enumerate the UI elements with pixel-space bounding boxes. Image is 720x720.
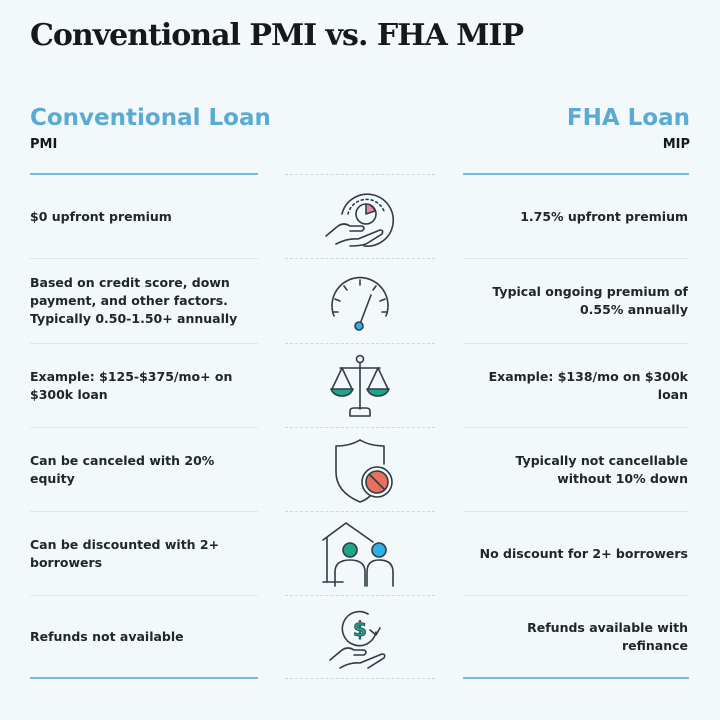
row-divider bbox=[30, 258, 258, 259]
row1-fha-cell: 1.75% upfront premium bbox=[520, 209, 688, 224]
row3-conventional-cell: Example: $125-$375/mo+ on $300k loan bbox=[30, 369, 233, 402]
row-divider-center bbox=[285, 343, 435, 344]
row5-conventional-cell: Can be discounted with 2+ borrowers bbox=[30, 537, 220, 570]
left-header-divider bbox=[30, 173, 258, 175]
pmi-label: PMI bbox=[30, 137, 58, 152]
row-divider-center bbox=[285, 258, 435, 259]
row6-fha-cell: Refunds available with refinance bbox=[527, 620, 688, 653]
fha-column-header: FHA Loan MIP bbox=[567, 103, 690, 152]
right-footer-divider bbox=[463, 677, 689, 679]
row-divider bbox=[463, 595, 689, 596]
mip-label: MIP bbox=[662, 137, 690, 152]
center-header-divider bbox=[285, 174, 435, 175]
svg-text:$: $ bbox=[353, 617, 367, 641]
row-divider-center bbox=[285, 511, 435, 512]
hand-holding-pie-chart-icon bbox=[310, 180, 410, 258]
speedometer-gauge-icon bbox=[310, 262, 410, 340]
shield-prohibited-icon bbox=[310, 430, 410, 510]
row4-fha-cell: Typically not cancellable without 10% do… bbox=[515, 453, 689, 486]
row-divider bbox=[463, 258, 689, 259]
balance-scale-icon bbox=[310, 346, 410, 426]
hand-dollar-refund-icon: $ bbox=[310, 598, 410, 676]
left-footer-divider bbox=[30, 677, 258, 679]
row-divider bbox=[30, 427, 258, 428]
row6-conventional-cell: Refunds not available bbox=[30, 629, 184, 644]
row-divider bbox=[30, 343, 258, 344]
row2-fha-cell: Typical ongoing premium of 0.55% annuall… bbox=[492, 284, 688, 317]
right-header-divider bbox=[463, 173, 689, 175]
row5-fha-cell: No discount for 2+ borrowers bbox=[479, 546, 688, 561]
row-divider-center bbox=[285, 427, 435, 428]
row4-conventional-cell: Can be canceled with 20% equity bbox=[30, 453, 215, 486]
row1-conventional-cell: $0 upfront premium bbox=[30, 209, 172, 224]
row-divider bbox=[463, 343, 689, 344]
row2-conventional-cell: Based on credit score, down payment, and… bbox=[30, 275, 238, 326]
fha-loan-heading: FHA Loan bbox=[566, 105, 690, 131]
center-footer-divider bbox=[285, 678, 435, 679]
row-divider bbox=[463, 427, 689, 428]
page-title: Conventional PMI vs. FHA MIP bbox=[30, 18, 524, 53]
row-divider bbox=[463, 511, 689, 512]
conventional-column-header: Conventional Loan PMI bbox=[30, 103, 271, 152]
conventional-loan-heading: Conventional Loan bbox=[30, 105, 271, 131]
house-two-borrowers-icon bbox=[310, 514, 410, 594]
row-divider-center bbox=[285, 595, 435, 596]
row-divider bbox=[30, 511, 258, 512]
row-divider bbox=[30, 595, 258, 596]
row3-fha-cell: Example: $138/mo on $300k loan bbox=[488, 369, 688, 402]
